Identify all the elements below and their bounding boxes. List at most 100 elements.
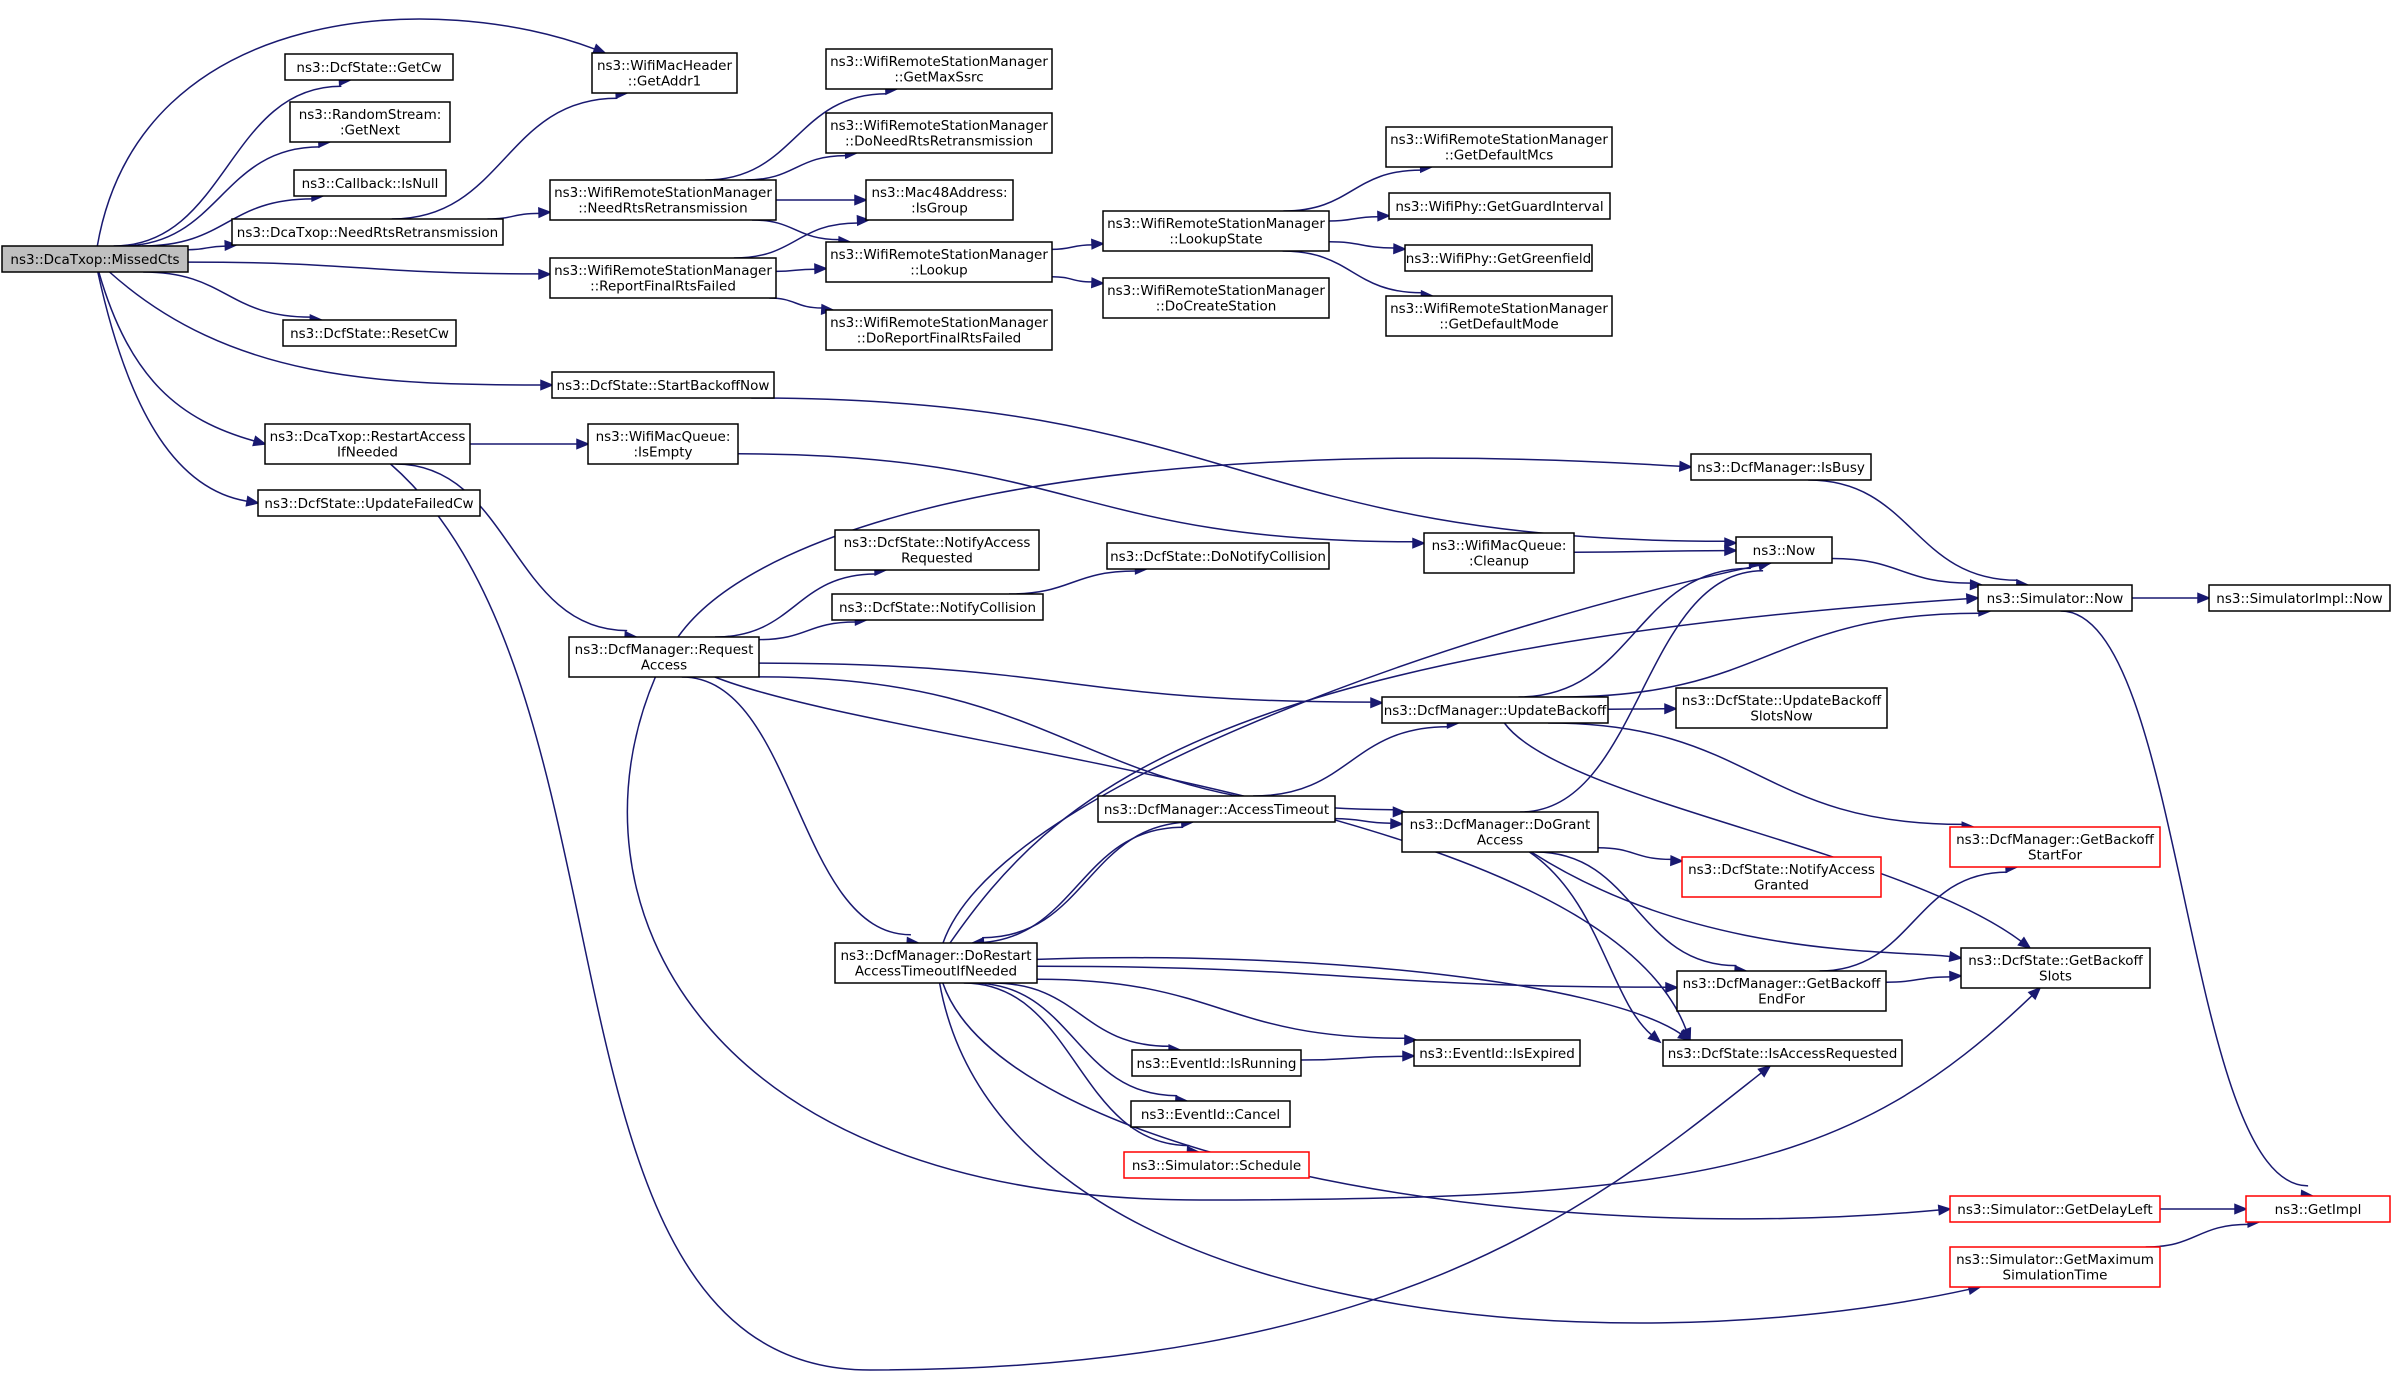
node-label: ns3::DcfState::NotifyAccess [1688, 862, 1875, 878]
node-box [289, 101, 451, 143]
node-label: ns3::WifiRemoteStationManager [1107, 283, 1325, 299]
node-box [825, 48, 1053, 90]
node-schedule[interactable]: ns3::Simulator::Schedule [1123, 1151, 1310, 1179]
node-getcw[interactable]: ns3::DcfState::GetCw [284, 53, 454, 81]
node-label: ns3::DcaTxop::NeedRtsRetransmission [237, 225, 498, 241]
node-box [1662, 1039, 1903, 1067]
node-lookup[interactable]: ns3::WifiRemoteStationManager::Lookup [825, 241, 1053, 283]
node-updbackoff[interactable]: ns3::DcfManager::UpdateBackoff [1381, 696, 1609, 724]
node-getmaxssrc[interactable]: ns3::WifiRemoteStationManager::GetMaxSsr… [825, 48, 1053, 90]
node-box [1690, 453, 1872, 481]
node-box [834, 529, 1040, 571]
node-getguard[interactable]: ns3::WifiPhy::GetGuardInterval [1388, 192, 1611, 220]
node-isempty[interactable]: ns3::WifiMacQueue::IsEmpty [587, 423, 739, 465]
edge-root-to-updfailcw [97, 271, 260, 507]
node-getdefmode[interactable]: ns3::WifiRemoteStationManager::GetDefaul… [1385, 295, 1613, 337]
node-label: ns3::DcaTxop::MissedCts [10, 252, 179, 268]
node-label: ns3::WifiRemoteStationManager [1107, 216, 1325, 232]
node-random[interactable]: ns3::RandomStream::GetNext [289, 101, 451, 143]
edge-dogrant-to-now [1520, 558, 1773, 813]
node-updfailcw[interactable]: ns3::DcfState::UpdateFailedCw [257, 489, 481, 517]
node-startbackoff[interactable]: ns3::DcfState::StartBackoffNow [551, 371, 775, 399]
node-cancel[interactable]: ns3::EventId::Cancel [1130, 1100, 1291, 1128]
node-getimpl[interactable]: ns3::GetImpl [2245, 1195, 2391, 1223]
node-box [293, 169, 447, 197]
node-box [1675, 687, 1888, 729]
node-isnull[interactable]: ns3::Callback::IsNull [293, 169, 447, 197]
node-label: AccessTimeoutIfNeeded [855, 964, 1017, 980]
node-label: ns3::WifiMacQueue: [1432, 538, 1567, 554]
edge-cleanup-to-now [1573, 544, 1738, 557]
node-label: StartFor [2028, 848, 2083, 864]
node-acctimeout[interactable]: ns3::DcfManager::AccessTimeout [1097, 795, 1336, 823]
node-dcaneedrts[interactable]: ns3::DcaTxop::NeedRtsRetransmission [231, 218, 504, 246]
edge-root-to-restart [98, 271, 267, 447]
node-reportfinal[interactable]: ns3::WifiRemoteStationManager::ReportFin… [549, 257, 777, 299]
node-getaddr1[interactable]: ns3::WifiMacHeader::GetAddr1 [591, 52, 738, 94]
node-label: ::GetAddr1 [628, 74, 701, 90]
node-isbusy[interactable]: ns3::DcfManager::IsBusy [1690, 453, 1872, 481]
node-box [549, 257, 777, 299]
node-getdelay[interactable]: ns3::Simulator::GetDelayLeft [1949, 1195, 2161, 1223]
node-doneedrts[interactable]: ns3::WifiRemoteStationManager::DoNeedRts… [825, 112, 1053, 154]
node-simnow[interactable]: ns3::Simulator::Now [1977, 584, 2133, 612]
edge-updbackoff-to-getbackslots [1503, 722, 2032, 950]
node-label: Slots [2039, 969, 2072, 985]
node-box [1130, 1100, 1291, 1128]
node-box [1949, 1195, 2161, 1223]
node-getdefmcs[interactable]: ns3::WifiRemoteStationManager::GetDefaul… [1385, 126, 1613, 168]
node-donotifycoll[interactable]: ns3::DcfState::DoNotifyCollision [1106, 542, 1330, 570]
node-box [1, 245, 189, 273]
node-root[interactable]: ns3::DcaTxop::MissedCts [1, 245, 189, 273]
node-box [1381, 696, 1609, 724]
node-box [1097, 795, 1336, 823]
edge-dorestart-to-simnow [949, 593, 1980, 944]
node-box [1404, 244, 1593, 272]
node-label: ::Lookup [910, 263, 967, 279]
node-box [264, 423, 471, 465]
node-box [1423, 532, 1575, 574]
node-box [825, 112, 1053, 154]
node-label: ns3::WifiRemoteStationManager [830, 54, 1048, 70]
node-label: Access [1477, 833, 1523, 849]
node-cleanup[interactable]: ns3::WifiMacQueue::Cleanup [1423, 532, 1575, 574]
node-box [1949, 1246, 2161, 1288]
edge-dogrant-to-notifygranted [1597, 846, 1684, 867]
node-getgreen[interactable]: ns3::WifiPhy::GetGreenfield [1404, 244, 1593, 272]
node-label: EndFor [1758, 992, 1805, 1008]
node-simimplnow[interactable]: ns3::SimulatorImpl::Now [2208, 584, 2391, 612]
node-box [1401, 811, 1599, 853]
node-label: ns3::WifiRemoteStationManager [1390, 132, 1608, 148]
node-isgroup[interactable]: ns3::Mac48Address::IsGroup [865, 179, 1014, 221]
node-box [1388, 192, 1611, 220]
edge-updbackoff-to-now [1518, 557, 1763, 698]
node-doreport[interactable]: ns3::WifiRemoteStationManager::DoReportF… [825, 309, 1053, 351]
node-label: ns3::DcfState::DoNotifyCollision [1110, 549, 1326, 565]
node-label: ns3::DcfState::GetBackoff [1968, 953, 2143, 969]
node-isrunning[interactable]: ns3::EventId::IsRunning [1131, 1049, 1302, 1077]
node-isaccreq[interactable]: ns3::DcfState::IsAccessRequested [1662, 1039, 1903, 1067]
node-wrsmneedrts[interactable]: ns3::WifiRemoteStationManager::NeedRtsRe… [549, 179, 777, 221]
node-label: ns3::DcfManager::Request [575, 642, 754, 658]
node-dorestart[interactable]: ns3::DcfManager::DoRestartAccessTimeoutI… [834, 942, 1038, 984]
node-lookupstate[interactable]: ns3::WifiRemoteStationManager::LookupSta… [1102, 210, 1330, 252]
node-notifycoll[interactable]: ns3::DcfState::NotifyCollision [831, 593, 1044, 621]
node-now[interactable]: ns3::Now [1735, 536, 1833, 564]
node-isexpired[interactable]: ns3::EventId::IsExpired [1413, 1039, 1581, 1067]
node-label: ns3::DcfManager::DoRestart [840, 948, 1031, 964]
edge-acctimeout-to-dogrant [1334, 817, 1404, 830]
nodes-layer: ns3::DcaTxop::MissedCtsns3::DcfState::Ge… [1, 48, 2391, 1288]
node-docreate[interactable]: ns3::WifiRemoteStationManager::DoCreateS… [1102, 277, 1330, 319]
node-resetcw[interactable]: ns3::DcfState::ResetCw [282, 319, 457, 347]
